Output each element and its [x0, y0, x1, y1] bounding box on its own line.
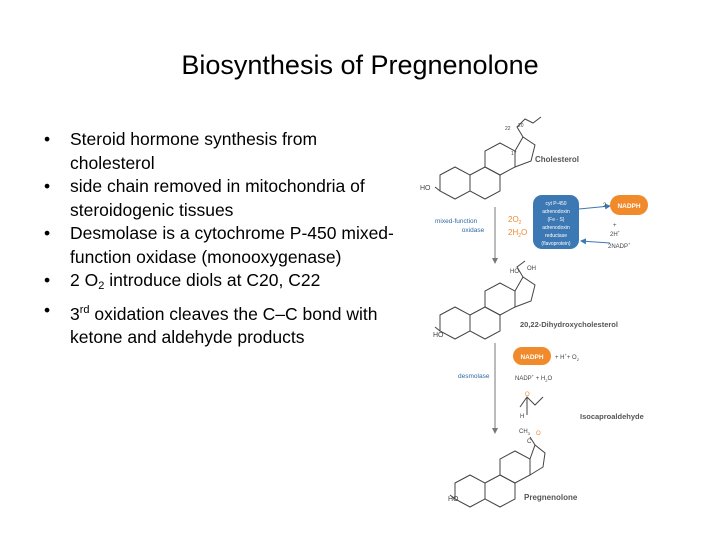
bullet-marker: • — [44, 129, 51, 149]
o2-label: 2O2 — [508, 215, 522, 226]
pregnenolone-pathway-diagram: 22 20 17 HO Cholesterol mixed-function o… — [420, 116, 648, 508]
dihydroxycholesterol-label: 20,22-Dihydroxycholesterol — [520, 320, 618, 329]
two-nadp-label: 2NADP+ — [608, 241, 631, 250]
nadp-mid-label: NADP+ + H2O — [515, 373, 552, 383]
aldehyde-o-label: O — [525, 392, 530, 398]
dihydroxycholesterol-structure — [434, 260, 536, 340]
oh-label: OH — [527, 266, 536, 272]
pregnenolone-ho-label: HO — [448, 496, 459, 503]
bullet-list: • Steroid hormone synthesis from choleste… — [40, 128, 400, 350]
pregnenolone-label: Pregnenolone — [524, 493, 578, 502]
bullet-text: Steroid hormone synthesis from cholester… — [70, 129, 318, 173]
bullet-text: rd — [79, 303, 90, 316]
two-h-plus-label: 2H+ — [610, 229, 621, 238]
dihydroxy-ho-label: HO — [433, 332, 444, 339]
badge-line: (flavoprotein) — [541, 241, 571, 247]
bullet-marker: • — [44, 270, 51, 290]
bullet-item: • Steroid hormone synthesis from choleste… — [40, 128, 400, 175]
badge-line: (Fe - S) — [548, 217, 565, 223]
mixed-function-label: mixed-function — [435, 218, 478, 225]
bullet-text: introduce diols at C20, C22 — [104, 270, 321, 290]
bullet-item: • Desmolase is a cytochrome P-450 mixed-f… — [40, 222, 400, 269]
bullet-text: Desmolase is a cytochrome P-450 mixed-fu… — [70, 223, 394, 267]
isocaproaldehyde-structure — [519, 396, 544, 415]
plus-sign: + — [613, 223, 617, 229]
slide-title: Biosynthesis of Pregnenolone — [181, 50, 539, 80]
carbon-22-label: 22 — [505, 126, 511, 132]
nadph-top-label: NADPH — [617, 203, 640, 210]
badge-line: adrenodoxin — [542, 225, 570, 231]
badge-line: cyt P-450 — [545, 201, 566, 207]
isocaproaldehyde-label: Isocaproaldehyde — [580, 412, 644, 421]
badge-line: adrenodoxin — [542, 209, 570, 215]
bullet-item: • side chain removed in mitochondria of s… — [40, 175, 400, 222]
bullet-text: 3 — [70, 303, 80, 324]
pregnenolone-structure — [449, 436, 546, 508]
ho-label-2: HO — [510, 269, 519, 275]
bullet-text: 2 — [98, 280, 105, 292]
nadph-badge-mid — [513, 347, 551, 365]
bullet-marker: • — [44, 176, 51, 196]
bullet-item: • 2 O2 introduce diols at C20, C22 — [40, 269, 400, 299]
aldehyde-h-label: H — [520, 414, 524, 420]
carbon-20-label: 20 — [518, 123, 524, 129]
cholesterol-label: Cholesterol — [535, 155, 579, 164]
carbon-17-label: 17 — [511, 151, 517, 157]
bullet-marker: • — [44, 299, 51, 320]
nadph-top-prefix: 2 — [603, 203, 607, 209]
cholesterol-ho-label: HO — [420, 185, 431, 192]
nadph-badge-top — [610, 195, 648, 215]
bullet-marker: • — [44, 223, 51, 243]
oxidase-label: oxidase — [462, 227, 485, 234]
cholesterol-structure — [434, 116, 542, 200]
h2o-label: 2H2O — [508, 228, 527, 239]
bullet-item: • 3rd oxidation cleaves the C–C bond with… — [40, 299, 400, 350]
bullet-text: side chain removed in mitochondria of st… — [70, 176, 365, 220]
h-plus-label: + H++ O2 — [555, 352, 580, 362]
cyt-p450-badge — [533, 195, 579, 249]
desmolase-label: desmolase — [458, 373, 490, 380]
bullet-text: 2 O — [70, 270, 99, 290]
carbonyl-c-label: C — [527, 439, 532, 445]
bullet-text: oxidation cleaves the C–C bond with keto… — [70, 303, 378, 348]
ch3-label: CH3 — [519, 429, 531, 436]
carbonyl-o-label: O — [536, 431, 541, 437]
badge-line: reductase — [545, 233, 567, 239]
nadph-mid-label: NADPH — [520, 354, 543, 361]
